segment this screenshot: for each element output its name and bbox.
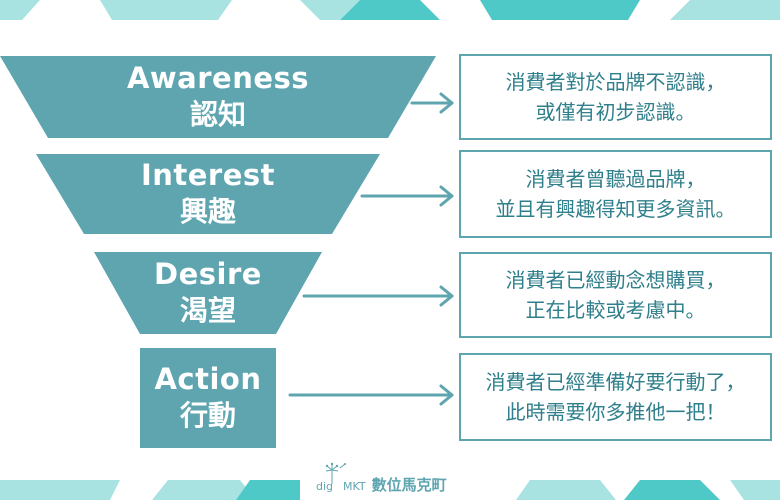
stage-action-en: Action [154,362,262,396]
arrow-desire [302,285,454,307]
desc-box-action: 消費者已經準備好要行動了， 此時需要你多推他一把！ [459,353,772,441]
desc-box-awareness: 消費者對於品牌不認識， 或僅有初步認識。 [459,54,772,140]
desc-interest-line1: 消費者曾聽過品牌， [525,167,706,191]
desc-interest-line2: 並且有興趣得知更多資訊。 [495,197,736,221]
desc-awareness-line1: 消費者對於品牌不認識， [505,70,726,94]
stage-awareness-zh: 認知 [189,98,246,131]
stage-interest-en: Interest [140,158,276,192]
desc-desire-line1: 消費者已經動念想購買， [505,268,726,292]
dandelion-icon [325,462,346,484]
stage-desire-label: Desire 渴望 [110,252,306,334]
funnel-segment-desire [94,252,322,334]
desc-desire-line2: 正在比較或考慮中。 [525,298,706,322]
arrow-action [288,384,454,406]
stage-desire-en: Desire [154,257,262,291]
desc-box-desire: 消費者已經動念想購買， 正在比較或考慮中。 [459,252,772,338]
bottom-decor-pattern [0,480,780,500]
desc-awareness-line2: 或僅有初步認識。 [535,100,696,124]
desc-action-line1: 消費者已經準備好要行動了， [485,370,746,394]
funnel-segment-interest [36,154,380,234]
stage-awareness-en: Awareness [126,61,310,95]
stage-awareness-label: Awareness 認知 [40,56,396,138]
brand-logo: dig MKT 數位馬克町 [316,462,466,494]
brand-mkt: MKT [343,480,366,493]
stage-desire-zh: 渴望 [179,294,236,327]
funnel-segment-awareness [0,56,436,138]
top-decor-pattern [0,0,780,20]
connector-arrows [288,92,454,406]
brand-name: 數位馬克町 [371,476,447,494]
brand-dig: dig [316,480,334,493]
arrow-interest [360,185,454,207]
stage-action-label: Action 行動 [140,348,276,448]
desc-action-line2: 此時需要你多推他一把！ [505,400,726,424]
funnel-segment-action [140,348,276,448]
arrow-awareness [410,92,454,114]
stage-action-zh: 行動 [179,399,236,432]
stage-interest-zh: 興趣 [179,195,236,228]
stage-interest-label: Interest 興趣 [60,154,356,234]
desc-box-interest: 消費者曾聽過品牌， 並且有興趣得知更多資訊。 [459,150,772,238]
